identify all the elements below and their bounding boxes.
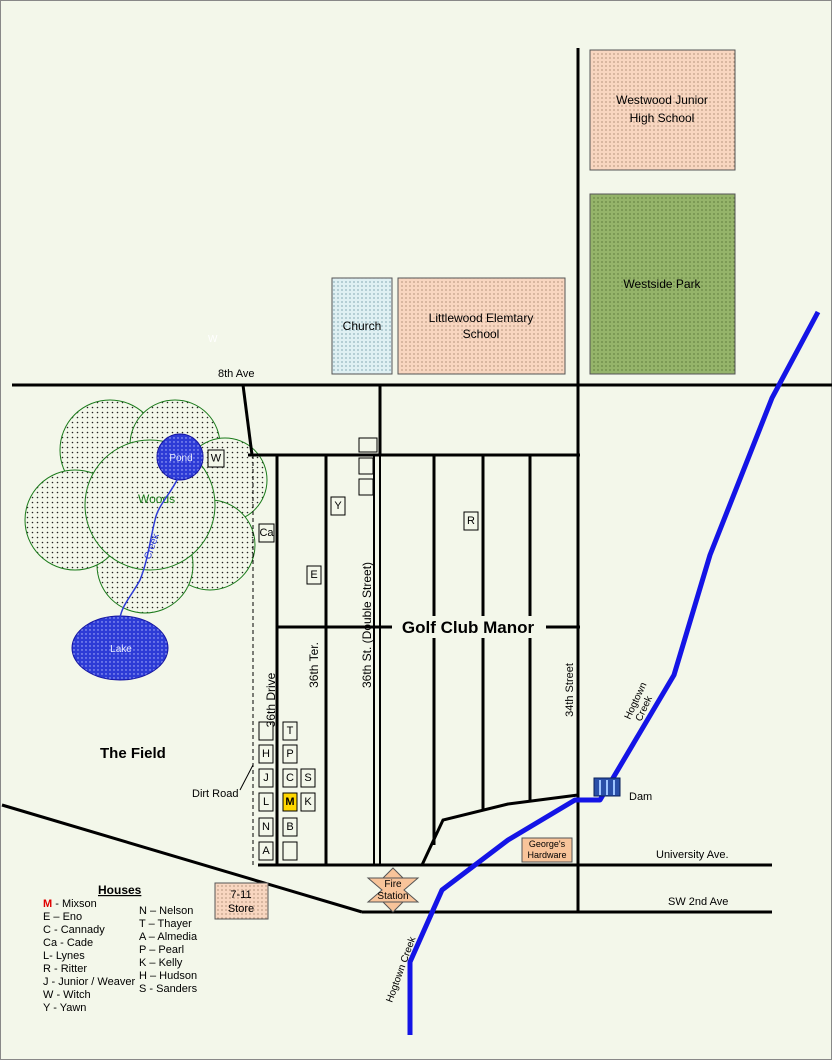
fire-station-label-line2: Station (377, 891, 408, 902)
house-marker-p (282, 744, 298, 764)
house-marker-m (282, 792, 298, 812)
legend-item-lynes: L- Lynes (43, 950, 85, 962)
thirty-sixth-st-label: 36th St. (Double Street) (360, 562, 374, 688)
house-marker-l (258, 792, 274, 812)
westwood-label-line2: High School (630, 111, 695, 125)
house-marker-j-label: J (263, 772, 269, 784)
legend-item-sanders: S - Sanders (139, 983, 198, 995)
seven-eleven-building (214, 882, 269, 920)
house-marker-y (330, 496, 346, 516)
house-marker-ca-label: Ca (259, 527, 274, 539)
house-marker-c-label: C (286, 772, 294, 784)
house-marker-m-label: M (285, 796, 294, 808)
legend-item-junior-weaver: J - Junior / Weaver (43, 976, 135, 988)
legend-item-eno: E – Eno (43, 911, 82, 923)
church-label: Church (343, 319, 382, 333)
map-title: Golf Club Manor (402, 618, 535, 637)
house-marker-e-label: E (310, 569, 317, 581)
seven-eleven-label-line2: Store (228, 903, 254, 915)
stray-w-label: W (208, 334, 218, 345)
fire-station-icon (366, 877, 420, 903)
title-backdrop (392, 616, 546, 638)
house-marker-c (282, 768, 298, 788)
georges-label-line2: Hardware (527, 850, 566, 860)
fire-station-label-line1: Fire (384, 879, 402, 890)
double-street (373, 455, 381, 865)
house-marker-y-label: Y (334, 500, 342, 512)
legend-item-hudson: H – Hudson (139, 970, 197, 982)
thirty-fourth-street-label: 34th Street (564, 663, 576, 717)
woods-label: Woods (138, 492, 175, 506)
fire-station-icon-top (381, 867, 405, 879)
westside-park-area (589, 193, 736, 375)
house-marker-s-label: S (304, 772, 311, 784)
unlabeled-houses (258, 437, 378, 861)
georges-label-line1: George's (529, 839, 566, 849)
house-marker-k (300, 792, 316, 812)
thirty-sixth-drive-label: 36th Drive (264, 672, 278, 727)
legend-item-pearl: P – Pearl (139, 944, 184, 956)
littlewood-elementary-building (397, 277, 566, 375)
house-marker-t (282, 721, 298, 741)
house-marker-l-label: L (263, 796, 269, 808)
house-marker-s (300, 768, 316, 788)
dam-icon (593, 777, 621, 797)
house-marker-r (463, 511, 479, 531)
sw-2nd-ave-label: SW 2nd Ave (668, 896, 728, 908)
house-marker-p-label: P (286, 748, 293, 760)
house-marker-n-label: N (262, 821, 270, 833)
fire-station-icon-bottom (381, 901, 405, 913)
legend-heading: Houses (98, 883, 142, 897)
house-marker-w (207, 449, 225, 468)
house-marker-r-label: R (467, 515, 475, 527)
church-building (331, 277, 393, 375)
westwood-label-line1: Westwood Junior (616, 93, 708, 107)
legend-item-ritter: R - Ritter (43, 963, 87, 975)
legend-item-mixson: M - Mixson (43, 898, 97, 910)
university-ave-label: University Ave. (656, 849, 729, 861)
house-marker-t-label: T (287, 725, 294, 737)
house-marker-a (258, 841, 274, 861)
legend-item-nelson: N – Nelson (139, 905, 193, 917)
house-marker-w-label: W (211, 453, 222, 465)
legend-item-yawn: Y - Yawn (43, 1002, 86, 1014)
littlewood-label-line1: Littlewood Elemtary (429, 311, 534, 325)
georges-hardware-building (521, 837, 573, 863)
legend-item-thayer: T – Thayer (139, 918, 192, 930)
hogtown-creek (407, 310, 821, 1035)
house-marker-b-label: B (286, 821, 293, 833)
westside-park-label: Westside Park (623, 277, 701, 291)
pond-shape (156, 433, 204, 481)
house-marker-h (258, 744, 274, 764)
house-marker-ca (258, 523, 275, 543)
house-marker-n (258, 817, 274, 837)
legend-item-witch: W - Witch (43, 989, 91, 1001)
westwood-junior-high-building (589, 49, 736, 171)
small-creek-line (119, 477, 179, 619)
legend-item-cade: Ca - Cade (43, 937, 93, 949)
thirty-sixth-ter-label: 36th Ter. (307, 642, 321, 688)
house-marker-h-label: H (262, 748, 270, 760)
legend-item-almedia: A – Almedia (139, 931, 198, 943)
dam-label: Dam (629, 791, 652, 803)
eighth-ave-label: 8th Ave (218, 368, 255, 380)
seven-eleven-label-line1: 7-11 (230, 889, 251, 901)
house-marker-k-label: K (304, 796, 312, 808)
house-markers: W Ca Y E R T H P J C S L M K N B A (207, 449, 479, 861)
the-field-label: The Field (100, 745, 166, 762)
house-marker-a-label: A (262, 845, 270, 857)
house-marker-b (282, 817, 298, 837)
littlewood-label-line2: School (463, 327, 500, 341)
houses-legend: Houses M - Mixson E – Eno C - Cannady Ca… (43, 883, 198, 1014)
dirt-road-pointer (239, 764, 254, 791)
dirt-road-label: Dirt Road (192, 788, 238, 800)
legend-item-kelly: K – Kelly (139, 957, 183, 969)
house-marker-j (258, 768, 274, 788)
lake-label: Lake (110, 644, 132, 655)
house-marker-e (306, 565, 322, 585)
pond-label: Pond (169, 453, 192, 464)
legend-item-cannady: C - Cannady (43, 924, 105, 936)
